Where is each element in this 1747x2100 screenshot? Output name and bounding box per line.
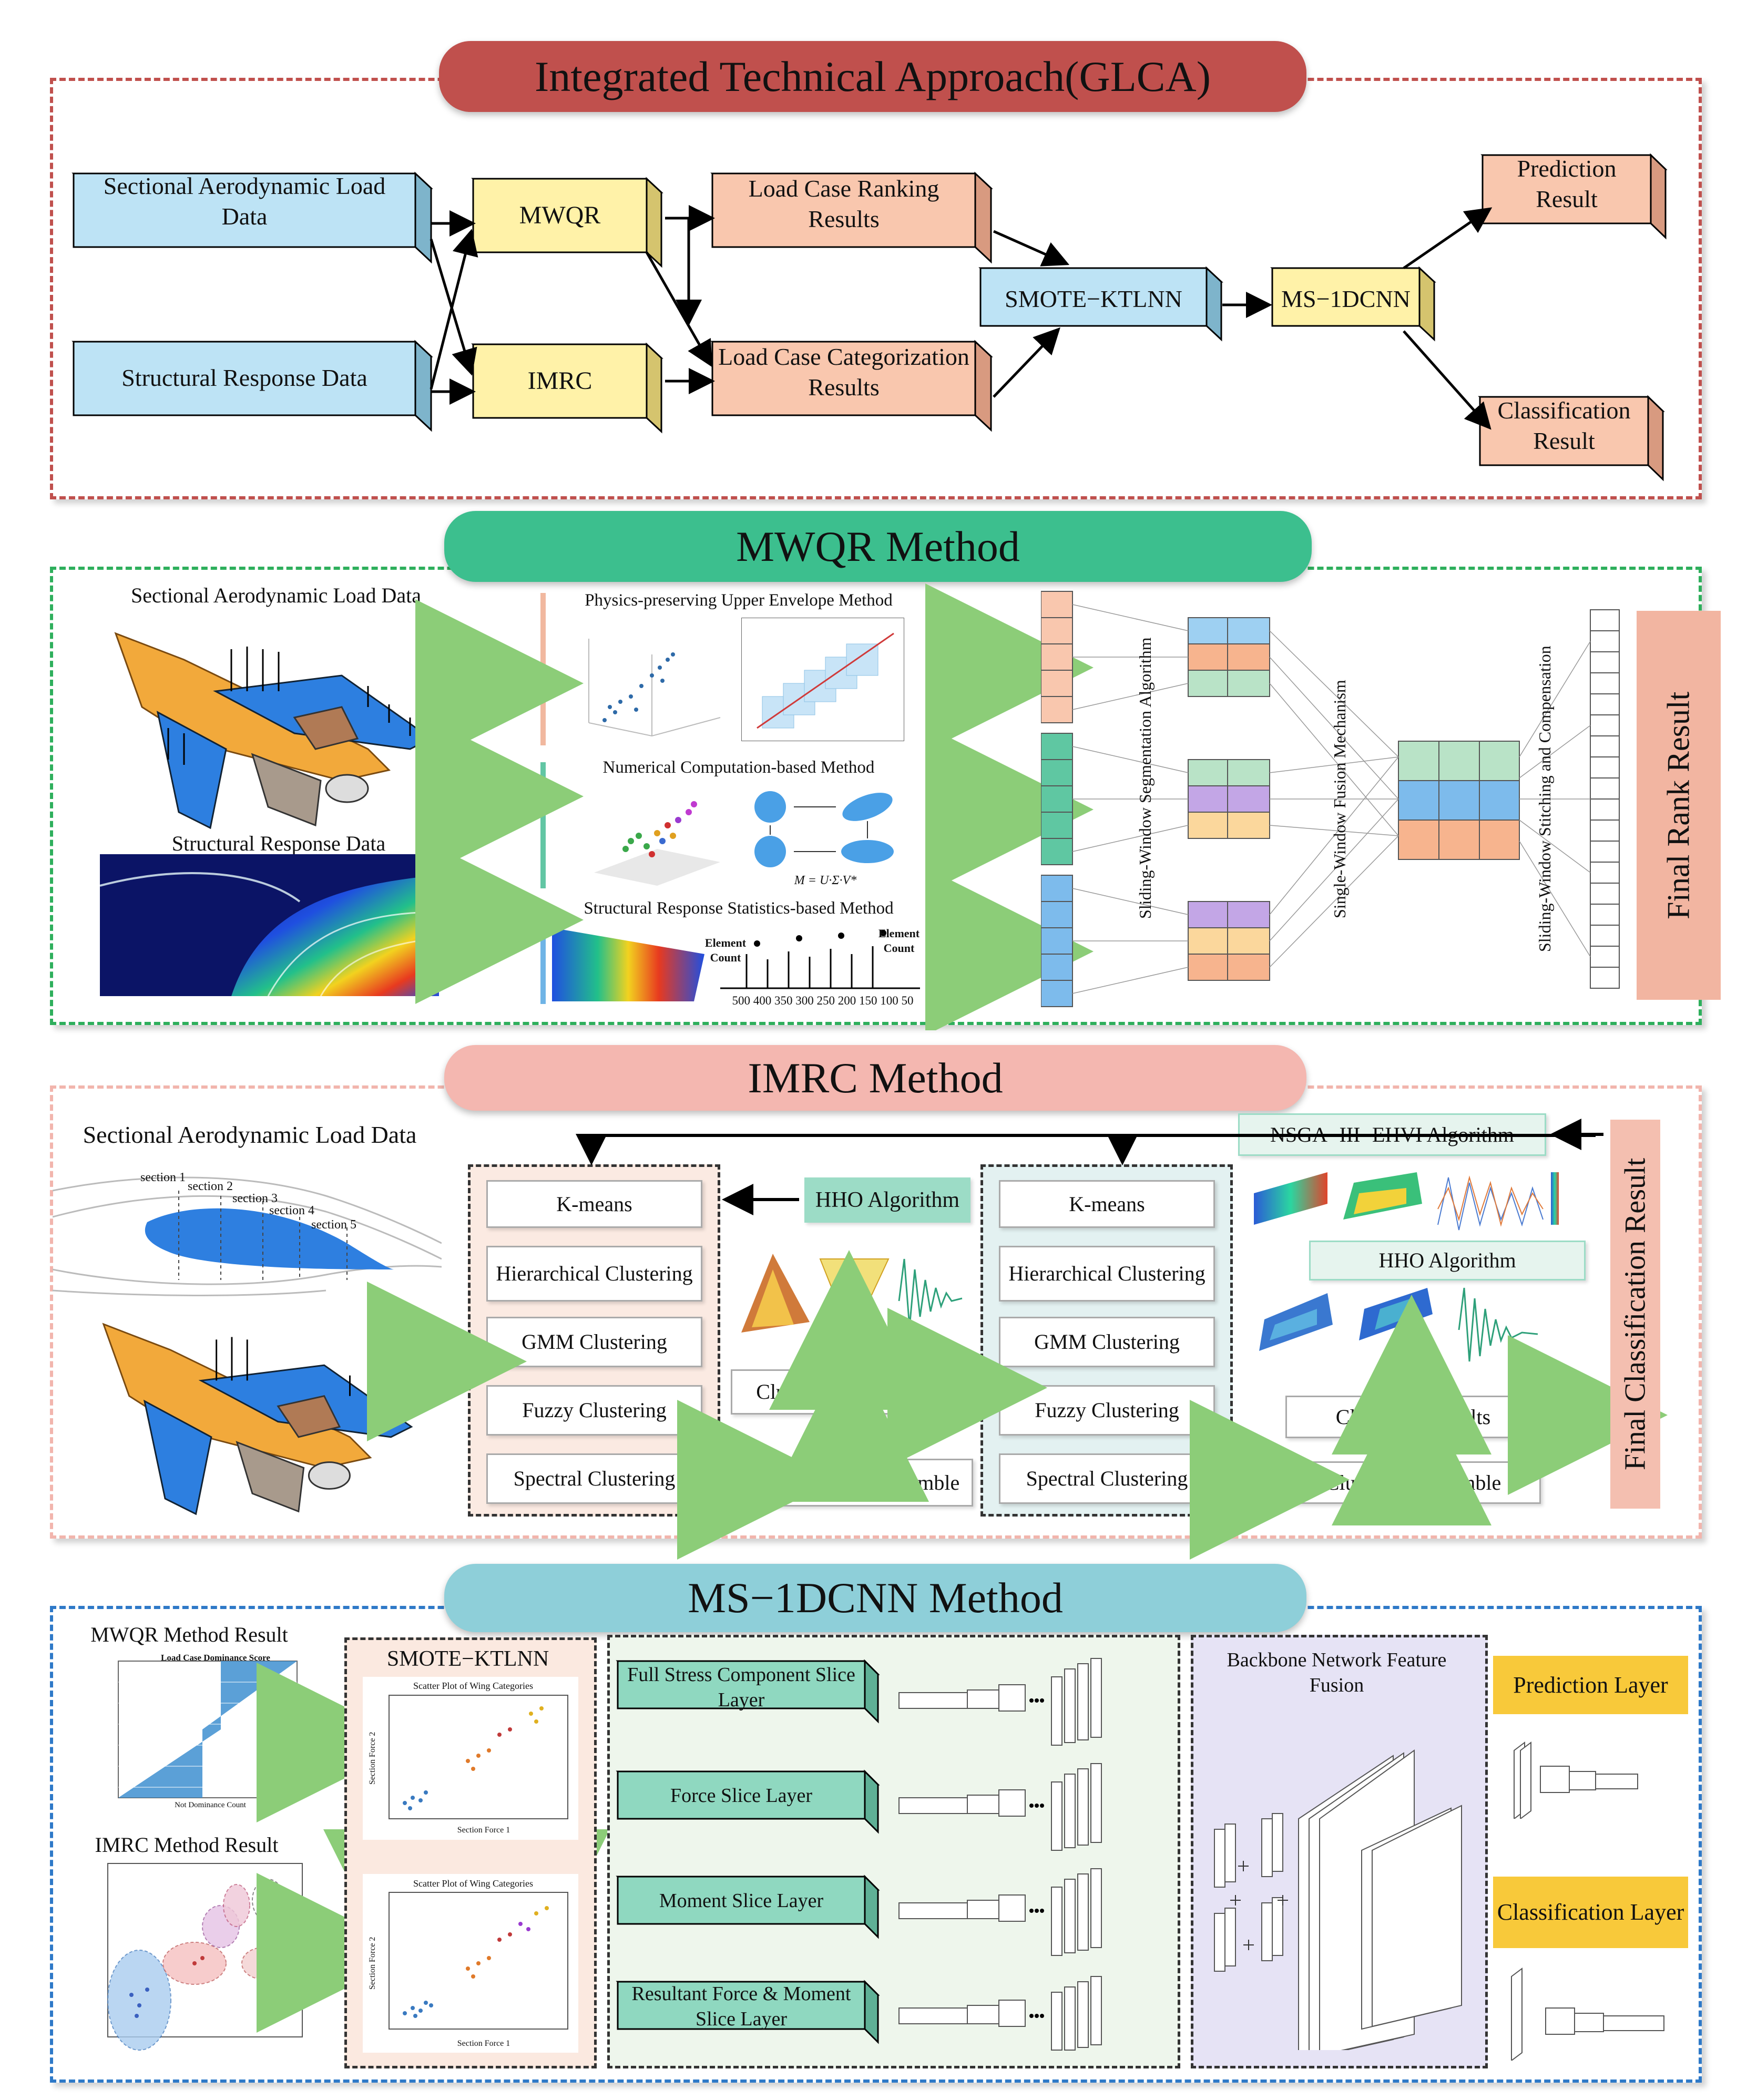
scatter-title-2: Scatter Plot of Wing Categories bbox=[413, 1878, 533, 1889]
box-classification bbox=[1478, 395, 1665, 482]
glca-classification-label: Classification Result bbox=[1497, 397, 1631, 454]
numerical-scatter bbox=[594, 801, 720, 886]
glca-prediction-label: Prediction Result bbox=[1517, 155, 1617, 212]
final-classification-label: Final Classification Result bbox=[1610, 1120, 1660, 1509]
method-left-kmeans: K-means bbox=[486, 1180, 702, 1228]
glca-flow-svg bbox=[71, 153, 1668, 482]
scatter-title-1: Scatter Plot of Wing Categories bbox=[413, 1681, 533, 1691]
scatter-ylabel-1: Section Force 2 bbox=[368, 1732, 377, 1785]
scatter-xlabel-2: Section Force 1 bbox=[457, 2039, 510, 2048]
box-prediction bbox=[1480, 153, 1668, 240]
section-label-2: section 2 bbox=[188, 1180, 233, 1193]
method-right-kmeans: K-means bbox=[999, 1180, 1215, 1228]
box-ranking bbox=[710, 171, 993, 264]
glca-structural-label: Structural Response Data bbox=[121, 364, 367, 391]
method-right-hierarchical: Hierarchical Clustering bbox=[999, 1246, 1215, 1302]
backbone-label: Backbone Network Feature Fusion bbox=[1227, 1649, 1447, 1696]
scatter-plot-1 bbox=[363, 1677, 578, 1840]
mwqr-structural-label: Structural Response Data bbox=[171, 832, 386, 855]
physics-plot-3d bbox=[573, 618, 731, 741]
statistics-contour bbox=[552, 928, 704, 1001]
nsga-plots bbox=[1254, 1172, 1559, 1231]
hho-label-2: HHO Algorithm bbox=[1309, 1241, 1586, 1281]
statistics-method-label: Structural Response Statistics-based Met… bbox=[584, 899, 894, 918]
physics-plot-envelope bbox=[741, 618, 904, 741]
glca-arrows bbox=[430, 205, 1493, 430]
glca-sectional-load-label: Sectional Aerodynamic Load Data bbox=[103, 172, 386, 230]
hho-label-1: HHO Algorithm bbox=[804, 1177, 970, 1223]
box-sectional-load bbox=[71, 171, 433, 264]
dominance-title: Load Case Dominance Score bbox=[161, 1653, 270, 1663]
section-label-5: section 5 bbox=[311, 1218, 356, 1232]
sliding-window-network bbox=[1041, 591, 1620, 1007]
section-label-1: section 1 bbox=[140, 1171, 186, 1184]
smote-panel-title: SMOTE−KTLNN bbox=[386, 1647, 549, 1671]
element-count-label-1: Element Count bbox=[704, 936, 747, 964]
element-count-label-2: Element Count bbox=[878, 927, 920, 955]
mwqr-sectional-load-label: Sectional Aerodynamic Load Data bbox=[130, 583, 422, 607]
classification-layer-shapes bbox=[1511, 1968, 1664, 2061]
prediction-layer-label: Prediction Layer bbox=[1493, 1656, 1688, 1714]
mwqr-title: MWQR Method bbox=[444, 511, 1312, 582]
mwqr-green-arrows bbox=[415, 583, 1094, 1030]
statistics-histogram bbox=[720, 930, 920, 989]
svd-diagram bbox=[754, 791, 894, 867]
slice-layer-shapes bbox=[616, 1658, 1102, 2051]
aircraft-image-2 bbox=[102, 1323, 413, 1515]
slice-moment: Moment Slice Layer bbox=[659, 1890, 824, 1912]
backbone-shapes bbox=[1214, 1749, 1462, 2050]
prediction-layer-shapes bbox=[1514, 1742, 1638, 1819]
slice-full-stress: Full Stress Component Slice Layer bbox=[627, 1664, 855, 1711]
glca-title: Integrated Technical Approach(GLCA) bbox=[439, 41, 1306, 112]
slice-resultant: Resultant Force & Moment Slice Layer bbox=[631, 1983, 851, 2030]
glca-imrc-label: IMRC bbox=[527, 367, 592, 395]
structural-response-image bbox=[100, 854, 439, 996]
box-structural bbox=[71, 340, 433, 432]
box-categorization bbox=[710, 340, 993, 432]
ms-title: MS−1DCNN Method bbox=[444, 1564, 1306, 1632]
box-ms1dcnn bbox=[1270, 266, 1436, 342]
statistics-axis-ticks: 500 400 350 300 250 200 150 100 50 bbox=[732, 994, 914, 1007]
box-mwqr bbox=[471, 177, 663, 268]
glca-ms1dcnn-label: MS−1DCNN bbox=[1281, 285, 1411, 312]
section-label-3: section 3 bbox=[232, 1192, 278, 1205]
numerical-method-label: Numerical Computation-based Method bbox=[602, 758, 875, 777]
imrc-sectional-load-label: Sectional Aerodynamic Load Data bbox=[83, 1121, 417, 1148]
glca-mwqr-label: MWQR bbox=[519, 201, 601, 229]
glca-categorization-label: Load Case Categorization Results bbox=[718, 343, 969, 401]
section-label-4: section 4 bbox=[269, 1204, 314, 1217]
airfoil-sections bbox=[53, 1176, 442, 1296]
dominance-xlabel: Not Dominance Count bbox=[175, 1801, 246, 1809]
classification-layer-label: Classification Layer bbox=[1493, 1877, 1688, 1948]
imrc-arrows bbox=[367, 1119, 1668, 1560]
imrc-result-label: IMRC Method Result bbox=[95, 1833, 279, 1857]
method-left-spectral: Spectral Clustering bbox=[486, 1453, 702, 1504]
aircraft-image-1 bbox=[114, 632, 433, 829]
box-smote bbox=[978, 266, 1223, 342]
glca-smote-label: SMOTE−KTLNN bbox=[1005, 285, 1182, 312]
physics-method-label: Physics-preserving Upper Envelope Method bbox=[585, 591, 893, 610]
mwqr-result-label: MWQR Method Result bbox=[90, 1623, 288, 1646]
glca-ranking-label: Load Case Ranking Results bbox=[748, 175, 939, 232]
scatter-ylabel-2: Section Force 2 bbox=[368, 1937, 377, 1990]
scatter-plot-2 bbox=[363, 1874, 578, 2053]
svd-formula: M = U·Σ·V* bbox=[794, 874, 857, 887]
imrc-title: IMRC Method bbox=[444, 1045, 1306, 1111]
slice-force: Force Slice Layer bbox=[670, 1785, 813, 1807]
scatter-xlabel-1: Section Force 1 bbox=[457, 1826, 510, 1835]
